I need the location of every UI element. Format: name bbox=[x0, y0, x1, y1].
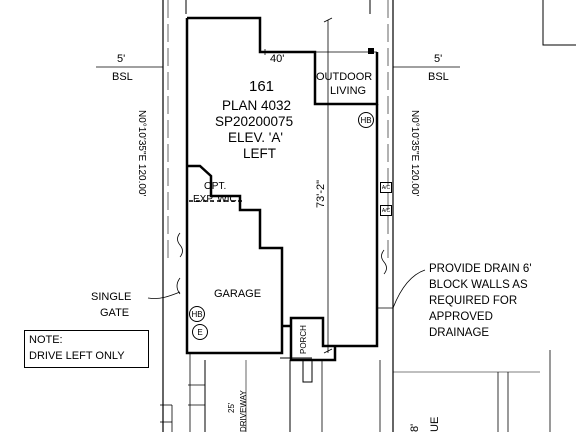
ac-unit-icon-2: A/C bbox=[380, 205, 392, 216]
corner-marker bbox=[368, 48, 374, 54]
opt-wic-line1: OPT. bbox=[204, 181, 227, 192]
lot-number: 161 bbox=[249, 78, 275, 95]
house-outline-right bbox=[289, 104, 379, 362]
elevation-label: ELEV. 'A' bbox=[228, 130, 283, 145]
driveway-width-label: 25' bbox=[227, 402, 236, 413]
rear-width-label: 40' bbox=[270, 53, 285, 65]
neighbor-lot-corner bbox=[542, 0, 576, 46]
plan-number: PLAN 4032 bbox=[222, 98, 292, 113]
drain-callout-line2: BLOCK WALLS AS bbox=[429, 279, 528, 291]
garage-label: GARAGE bbox=[214, 288, 262, 300]
note-box bbox=[24, 330, 149, 368]
street-name-fragment: UE bbox=[429, 416, 441, 432]
porch-label: PORCH bbox=[299, 325, 308, 354]
gate-callout-line1: SINGLE bbox=[91, 291, 132, 303]
outdoor-living-line2: LIVING bbox=[330, 85, 367, 97]
right-bsl-value: 5' bbox=[434, 53, 443, 65]
depth-label: 73'-2" bbox=[315, 179, 327, 208]
electric-meter-icon: E bbox=[192, 324, 208, 340]
driveway-label: DRIVEWAY bbox=[239, 390, 248, 432]
hose-bib-icon: HB bbox=[358, 112, 374, 128]
orientation-label: LEFT bbox=[243, 146, 277, 161]
right-bsl-label: BSL bbox=[428, 71, 449, 83]
drain-callout-line4: APPROVED bbox=[429, 311, 493, 323]
front-dim-label: 8' bbox=[409, 423, 421, 432]
left-bsl-value: 5' bbox=[117, 53, 126, 65]
ac-unit-icon-1: A/C bbox=[380, 182, 392, 193]
note-text: DRIVE LEFT ONLY bbox=[29, 350, 125, 362]
drain-leader bbox=[378, 269, 426, 309]
drain-callout-line3: REQUIRED FOR bbox=[429, 295, 518, 307]
permit-number: SP20200075 bbox=[215, 114, 294, 129]
house-outline-left bbox=[185, 18, 284, 355]
outdoor-living-line1: OUTDOOR bbox=[316, 71, 373, 83]
opt-wic-line2: EXP. WIC bbox=[193, 194, 237, 205]
hose-bib-icon-garage: HB bbox=[189, 306, 205, 322]
note-title: NOTE: bbox=[29, 334, 63, 346]
drain-callout-line5: DRAINAGE bbox=[429, 327, 490, 339]
gate-leader bbox=[147, 291, 181, 299]
right-bearing-label: N0°10'35"E 120.00' bbox=[409, 110, 420, 197]
walk-path bbox=[302, 360, 313, 383]
gate-callout-line2: GATE bbox=[100, 307, 130, 319]
left-bearing-label: N0°10'35"E 120.00' bbox=[136, 110, 147, 197]
left-bsl-label: BSL bbox=[112, 71, 133, 83]
drain-callout-line1: PROVIDE DRAIN 6' bbox=[429, 263, 532, 275]
